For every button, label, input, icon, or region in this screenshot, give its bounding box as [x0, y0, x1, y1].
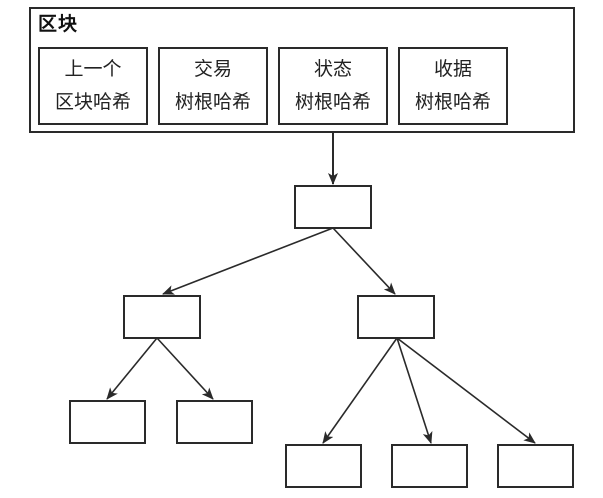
edge-right-to-leaf-3	[322, 337, 398, 444]
trie-branch-node-right	[357, 295, 435, 339]
trie-leaf-node	[285, 444, 362, 488]
field-label-line1: 交易	[193, 58, 232, 80]
edge-root-to-right	[332, 227, 396, 295]
edge-left-to-leaf-1	[106, 337, 158, 400]
trie-branch-node-left	[123, 295, 201, 339]
trie-leaf-node	[176, 400, 253, 444]
field-state-root-hash: 状态 树根哈希	[278, 47, 388, 125]
trie-leaf-node	[69, 400, 146, 444]
edge-right-to-leaf-4	[396, 337, 433, 444]
edge-left-to-leaf-2	[156, 337, 214, 400]
field-label-line1: 状态	[313, 58, 352, 80]
edge-root-to-left	[162, 227, 334, 295]
field-label-line2: 树根哈希	[174, 91, 251, 113]
field-label-line1: 收据	[433, 58, 472, 80]
edge-right-to-leaf-5	[396, 337, 536, 444]
block-title: 区块	[38, 13, 79, 35]
field-label-line2: 区块哈希	[54, 91, 131, 113]
field-transactions-root-hash: 交易 树根哈希	[158, 47, 268, 125]
field-label-line2: 树根哈希	[294, 91, 371, 113]
trie-root-node	[294, 185, 372, 229]
field-prev-block-hash: 上一个 区块哈希	[38, 47, 148, 125]
field-label-line1: 上一个	[64, 58, 122, 80]
field-label-line2: 树根哈希	[414, 91, 491, 113]
trie-leaf-node	[497, 444, 574, 488]
trie-leaf-node	[391, 444, 468, 488]
field-receipts-root-hash: 收据 树根哈希	[398, 47, 508, 125]
